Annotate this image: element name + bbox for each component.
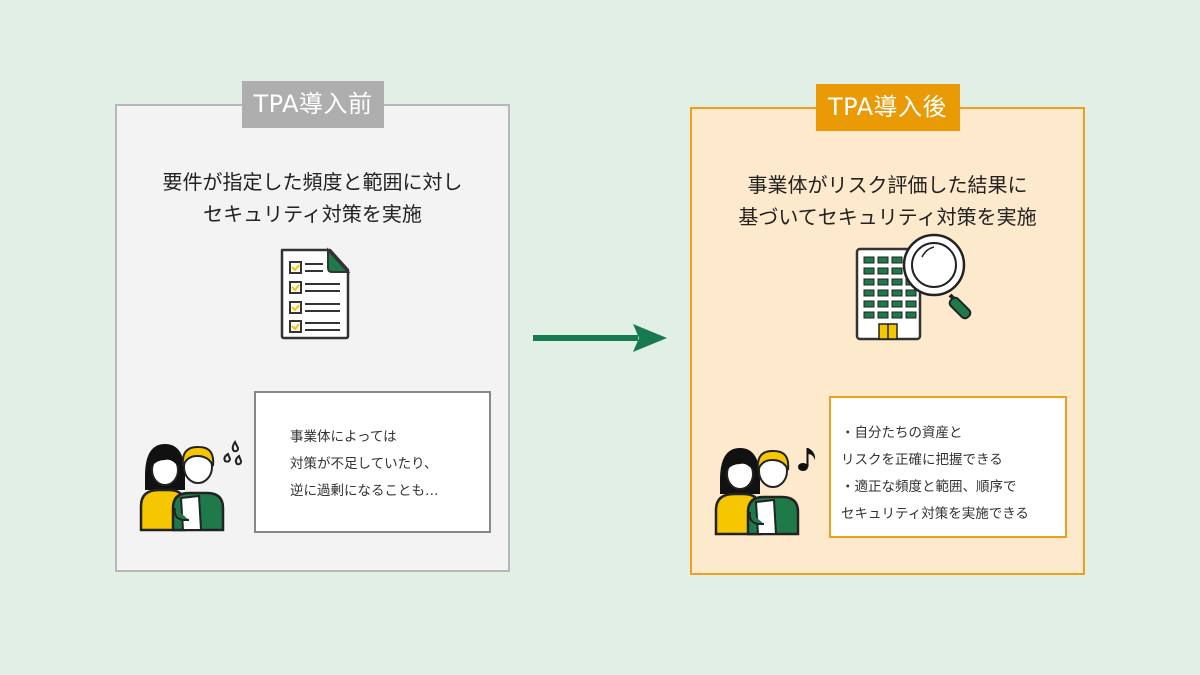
happy-people-icon bbox=[712, 442, 822, 541]
before-label: TPA導入前 bbox=[241, 81, 384, 128]
after-speech-bubble: ・自分たちの資産と リスクを正確に把握できる ・適正な頻度と範囲、順序で セキュ… bbox=[829, 396, 1067, 538]
bubble-line: 逆に過剰になることも… bbox=[290, 483, 439, 499]
right-arrow-icon bbox=[533, 320, 669, 360]
building-magnifier-icon bbox=[852, 227, 982, 347]
bubble-line: リスクを正確に把握できる bbox=[841, 452, 1003, 468]
after-panel: TPA導入後 事業体がリスク評価した結果に 基づいてセキュリティ対策を実施 bbox=[690, 84, 1085, 575]
before-heading: 要件が指定した頻度と範囲に対し セキュリティ対策を実施 bbox=[117, 166, 508, 230]
bubble-line: ・適正な頻度と範囲、順序で bbox=[841, 479, 1017, 495]
after-label: TPA導入後 bbox=[815, 84, 960, 131]
before-heading-line-1: 要件が指定した頻度と範囲に対し bbox=[162, 170, 463, 194]
after-heading-line-2: 基づいてセキュリティ対策を実施 bbox=[738, 205, 1037, 229]
after-heading: 事業体がリスク評価した結果に 基づいてセキュリティ対策を実施 bbox=[692, 169, 1083, 233]
after-heading-line-1: 事業体がリスク評価した結果に bbox=[747, 173, 1028, 197]
before-speech-bubble: 事業体によっては 対策が不足していたり、 逆に過剰になることも… bbox=[254, 391, 491, 533]
bubble-line: 対策が不足していたり、 bbox=[290, 456, 438, 472]
checklist-document-icon bbox=[278, 246, 352, 346]
bubble-line: 事業体によっては bbox=[290, 429, 397, 445]
before-panel: TPA導入前 要件が指定した頻度と範囲に対し セキュリティ対策を実施 bbox=[115, 81, 510, 572]
bubble-line: ・自分たちの資産と bbox=[841, 425, 963, 441]
worried-people-icon bbox=[137, 438, 247, 537]
before-heading-line-2: セキュリティ対策を実施 bbox=[203, 202, 422, 226]
bubble-line: セキュリティ対策を実施できる bbox=[841, 506, 1029, 522]
